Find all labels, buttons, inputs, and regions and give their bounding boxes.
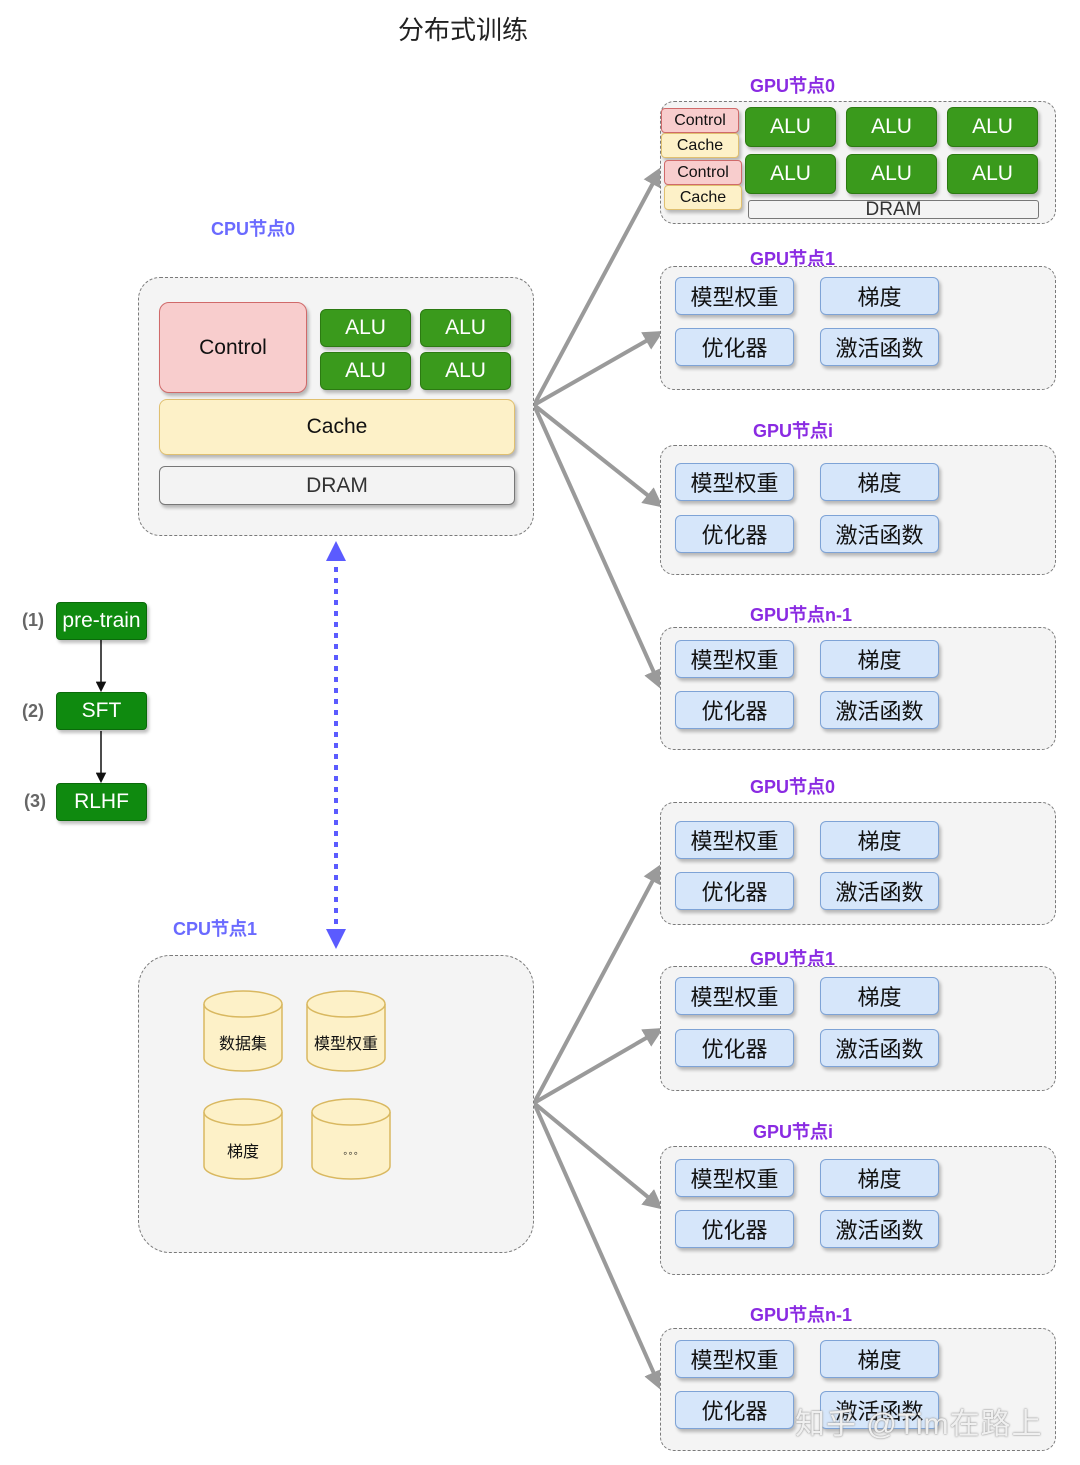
cell-model-weights: 模型权重 (675, 1340, 794, 1378)
step-1-number: (1) (22, 610, 44, 630)
step-2-sft: SFT (56, 692, 147, 730)
gpu-node-label: GPU节点n-1 (750, 1305, 853, 1325)
arrow-cpu0-gpu1 (533, 331, 664, 407)
cell-optimizer: 优化器 (675, 1391, 794, 1429)
cell-activation: 激活函数 (820, 691, 939, 729)
watermark: 知乎 @Tim在路上 (795, 1408, 1043, 1441)
cell-optimizer: 优化器 (675, 691, 794, 729)
cell-activation: 激活函数 (820, 872, 939, 910)
arrow-cpu0-gpu0 (532, 166, 662, 406)
cell-gradient: 梯度 (820, 1340, 939, 1378)
step-3-number: (3) (24, 791, 46, 811)
database-icon (306, 990, 386, 1072)
gpu-top-alu-3: ALU (947, 107, 1038, 147)
cylinder-gradient-label: 梯度 (226, 1144, 259, 1161)
cpu0-cache: Cache (159, 399, 515, 455)
cell-gradient: 梯度 (820, 640, 939, 678)
gpu-node-label: GPU节点1 (750, 949, 836, 969)
cpu0-alu-2: ALU (420, 309, 511, 347)
cell-activation: 激活函数 (820, 1210, 939, 1248)
gpu-top-control-2: Control (664, 160, 742, 185)
gpu-top-alu-4: ALU (745, 154, 836, 194)
cell-optimizer: 优化器 (675, 872, 794, 910)
cpu0-alu-1: ALU (320, 309, 411, 347)
cell-model-weights: 模型权重 (675, 1159, 794, 1197)
gpu-top-label: GPU节点0 (750, 76, 836, 96)
diagram-title: 分布式训练 (398, 15, 529, 45)
cell-gradient: 梯度 (820, 277, 939, 315)
cpu0-control: Control (159, 302, 307, 393)
gpu-top-alu-5: ALU (846, 154, 937, 194)
gpu-node-label: GPU节点0 (750, 777, 836, 797)
cell-gradient: 梯度 (820, 1159, 939, 1197)
cell-optimizer: 优化器 (675, 328, 794, 366)
gpu-node-label: GPU节点n-1 (750, 605, 853, 625)
cylinder-more-label: ◦◦◦ (343, 1146, 359, 1160)
gpu-node-label: GPU节点i (753, 1122, 834, 1142)
cylinder-weights: 模型权重 (306, 990, 386, 1072)
cylinder-dataset: 数据集 (203, 990, 283, 1072)
arrow-cpu0-gpui (532, 403, 664, 508)
cylinder-more: ◦◦◦ (311, 1098, 391, 1180)
arrow-cpu0-gpun (532, 404, 663, 690)
cell-gradient: 梯度 (820, 463, 939, 501)
gpu-top-alu-2: ALU (846, 107, 937, 147)
cell-model-weights: 模型权重 (675, 640, 794, 678)
step-2-number: (2) (22, 701, 44, 721)
cell-model-weights: 模型权重 (675, 463, 794, 501)
gpu-top-cache-2: Cache (664, 185, 742, 210)
database-icon (203, 1098, 283, 1180)
cell-model-weights: 模型权重 (675, 821, 794, 859)
cell-gradient: 梯度 (820, 821, 939, 859)
database-icon (311, 1098, 391, 1180)
gpu-node-label: GPU节点1 (750, 249, 836, 269)
arrow-cpu1-gpui (532, 1101, 664, 1210)
cell-gradient: 梯度 (820, 977, 939, 1015)
cpu0-alu-4: ALU (420, 352, 511, 390)
cell-optimizer: 优化器 (675, 1210, 794, 1248)
cell-model-weights: 模型权重 (675, 977, 794, 1015)
step-1-pretrain: pre-train (56, 602, 147, 640)
database-icon (203, 990, 283, 1072)
arrow-cpu1-gpu1 (532, 1027, 664, 1105)
cell-activation: 激活函数 (820, 1029, 939, 1067)
cell-optimizer: 优化器 (675, 515, 794, 553)
gpu-top-dram: DRAM (748, 199, 1039, 220)
cpu0-dram: DRAM (159, 466, 515, 505)
step-3-rlhf: RLHF (56, 783, 147, 821)
cell-activation: 激活函数 (820, 328, 939, 366)
cell-model-weights: 模型权重 (675, 277, 794, 315)
gpu-top-cache-1: Cache (661, 133, 739, 158)
cylinder-dataset-label: 数据集 (218, 1036, 267, 1053)
cell-activation: 激活函数 (820, 515, 939, 553)
cylinder-gradient: 梯度 (203, 1098, 283, 1180)
cpu1-label: CPU节点1 (173, 919, 258, 939)
arrow-cpu1-gpun (532, 1102, 663, 1391)
gpu-top-alu-6: ALU (947, 154, 1038, 194)
gpu-node-label: GPU节点i (753, 421, 834, 441)
arrow-cpu1-gpu0 (532, 863, 662, 1104)
gpu-top-control-1: Control (661, 108, 739, 133)
gpu-top-alu-1: ALU (745, 107, 836, 147)
cpu0-alu-3: ALU (320, 352, 411, 390)
cpu0-label: CPU节点0 (211, 219, 296, 239)
cell-activation: 激活函数 (820, 1391, 939, 1429)
cell-optimizer: 优化器 (675, 1029, 794, 1067)
cylinder-weights-label: 模型权重 (313, 1036, 378, 1053)
